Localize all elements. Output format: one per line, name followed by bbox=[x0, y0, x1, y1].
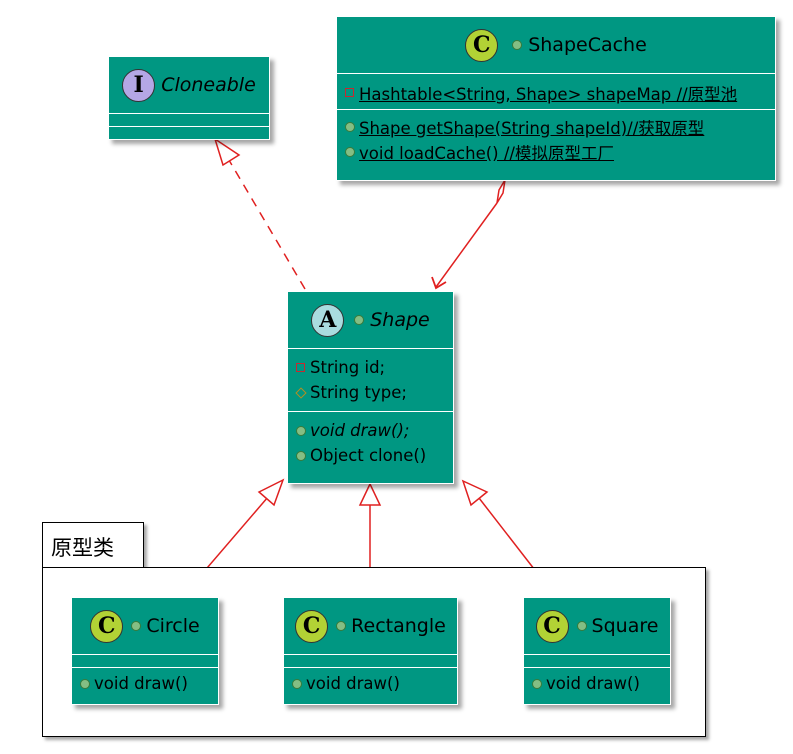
class-badge-icon: C bbox=[535, 609, 569, 643]
aggregation-diamond bbox=[496, 179, 506, 204]
public-visibility-icon bbox=[512, 40, 523, 50]
fields-compartment bbox=[284, 654, 457, 667]
field-row: String type; bbox=[295, 380, 445, 405]
class-shape-cache[interactable]: C ShapeCache Hashtable<String, Shape> sh… bbox=[336, 16, 776, 181]
private-visibility-icon bbox=[345, 88, 354, 97]
public-visibility-icon bbox=[345, 146, 355, 157]
abstract-badge-icon: A bbox=[311, 303, 345, 337]
public-visibility-icon bbox=[354, 315, 365, 325]
method-row: void draw() bbox=[532, 671, 662, 696]
field-row: Hashtable<String, Shape> shapeMap //原型池 bbox=[345, 80, 767, 105]
fields-compartment: String id; String type; bbox=[288, 348, 453, 411]
public-visibility-icon bbox=[292, 678, 302, 689]
class-rectangle[interactable]: C Rectangle void draw() bbox=[283, 597, 458, 705]
public-visibility-icon bbox=[80, 678, 90, 689]
generalization-arrowhead-rectangle bbox=[358, 482, 382, 506]
class-cloneable[interactable]: I Cloneable bbox=[108, 56, 270, 140]
public-visibility-icon bbox=[336, 621, 347, 631]
public-visibility-icon bbox=[576, 621, 587, 631]
field-text: String id; bbox=[310, 358, 386, 377]
method-row: void loadCache() //模拟原型工厂 bbox=[345, 139, 767, 164]
class-name: Shape bbox=[370, 309, 430, 331]
generalization-arrowhead-circle bbox=[257, 478, 285, 507]
method-row: void draw(); bbox=[296, 418, 445, 443]
public-visibility-icon bbox=[296, 425, 306, 436]
method-text: void draw() bbox=[546, 674, 640, 693]
field-text: Hashtable<String, Shape> shapeMap //原型池 bbox=[359, 84, 738, 104]
fields-compartment bbox=[109, 113, 269, 126]
class-name: Square bbox=[591, 615, 659, 637]
aggregation-edge bbox=[435, 202, 498, 288]
private-visibility-icon bbox=[296, 363, 305, 372]
package-name: 原型类 bbox=[51, 536, 114, 560]
method-row: void draw() bbox=[292, 671, 449, 696]
fields-compartment bbox=[524, 654, 670, 667]
class-name: ShapeCache bbox=[528, 34, 647, 56]
fields-compartment bbox=[72, 654, 218, 667]
method-text: Object clone() bbox=[310, 446, 427, 465]
public-visibility-icon bbox=[296, 450, 306, 461]
methods-compartment: void draw() bbox=[284, 667, 457, 700]
method-row: Object clone() bbox=[296, 443, 445, 468]
package-tab: 原型类 bbox=[42, 522, 144, 569]
class-name: Circle bbox=[146, 615, 200, 637]
class-shape[interactable]: A Shape String id; String type; void dra… bbox=[287, 291, 454, 484]
class-badge-icon: C bbox=[90, 609, 124, 643]
generalization-arrowhead-square bbox=[461, 479, 489, 507]
field-row: String id; bbox=[296, 355, 445, 380]
realization-arrowhead bbox=[213, 137, 241, 167]
method-row: Shape getShape(String shapeId)//获取原型 bbox=[345, 114, 767, 139]
public-visibility-icon bbox=[131, 621, 142, 631]
methods-compartment: void draw() bbox=[524, 667, 670, 700]
class-name: Rectangle bbox=[351, 615, 446, 637]
class-name: Cloneable bbox=[161, 74, 256, 96]
method-text: void draw() bbox=[306, 674, 400, 693]
field-text: String type; bbox=[310, 383, 407, 402]
method-text: void loadCache() //模拟原型工厂 bbox=[359, 143, 614, 163]
method-text: void draw() bbox=[94, 674, 188, 693]
methods-compartment: void draw(); Object clone() bbox=[288, 411, 453, 472]
protected-visibility-icon bbox=[295, 386, 307, 399]
method-row: void draw() bbox=[80, 671, 210, 696]
method-text: void draw(); bbox=[310, 421, 410, 440]
method-text: Shape getShape(String shapeId)//获取原型 bbox=[359, 118, 705, 138]
class-circle[interactable]: C Circle void draw() bbox=[71, 597, 219, 705]
interface-badge-icon: I bbox=[122, 68, 156, 102]
fields-compartment: Hashtable<String, Shape> shapeMap //原型池 bbox=[337, 73, 775, 109]
methods-compartment: Shape getShape(String shapeId)//获取原型 voi… bbox=[337, 109, 775, 168]
class-badge-icon: C bbox=[465, 28, 499, 62]
public-visibility-icon bbox=[532, 678, 542, 689]
methods-compartment: void draw() bbox=[72, 667, 218, 700]
public-visibility-icon bbox=[345, 121, 355, 132]
methods-compartment bbox=[109, 126, 269, 139]
class-square[interactable]: C Square void draw() bbox=[523, 597, 671, 705]
aggregation-arrowhead bbox=[431, 276, 447, 290]
class-badge-icon: C bbox=[295, 609, 329, 643]
realization-edge bbox=[225, 154, 306, 290]
